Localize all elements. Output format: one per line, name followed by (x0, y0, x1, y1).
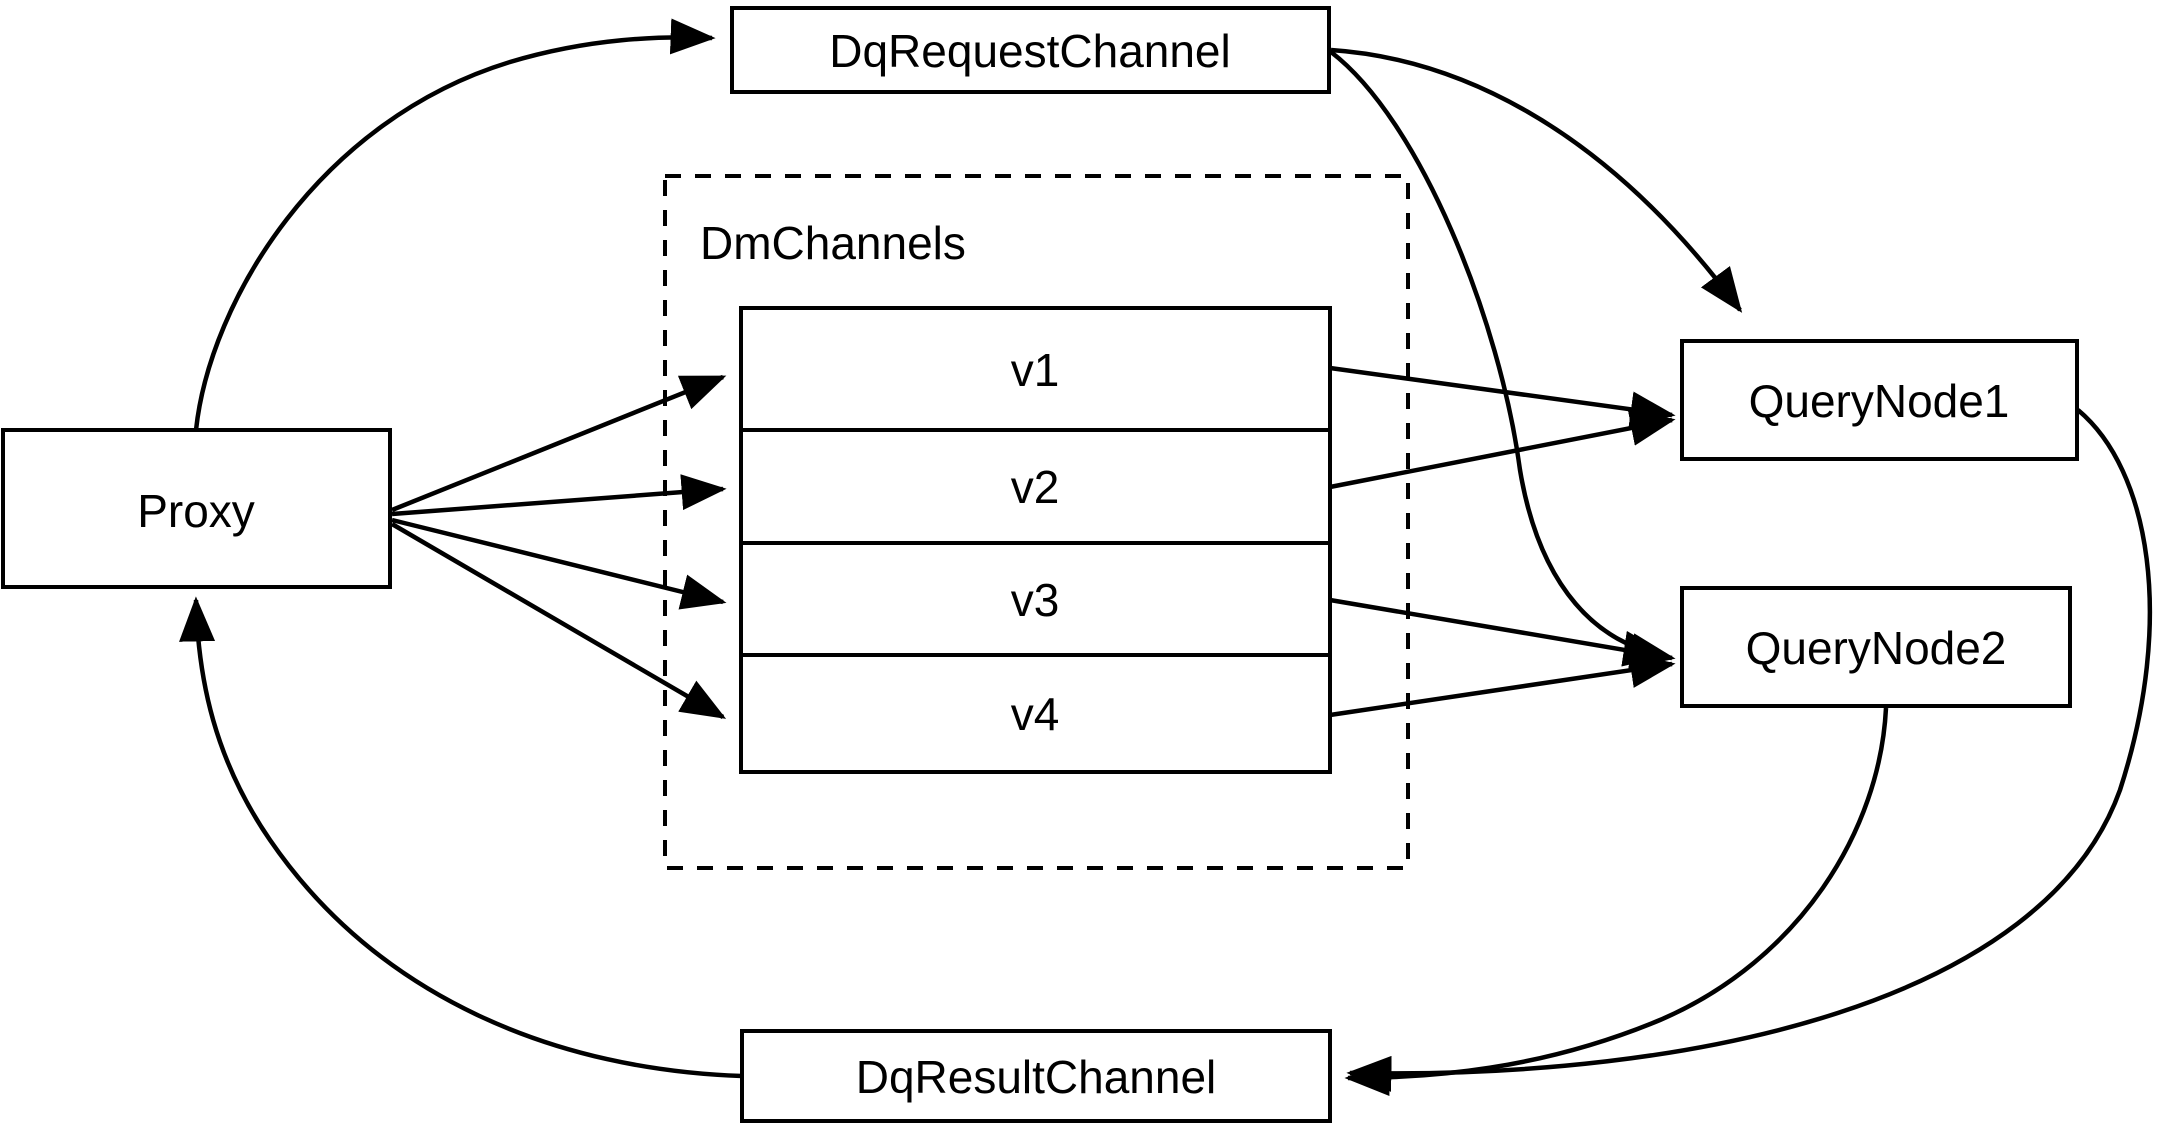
edge-v2-to-query-node-1 (1329, 410, 1676, 490)
node-query-node-2-label: QueryNode2 (1746, 622, 2007, 674)
node-query-node-1-box[interactable] (1680, 339, 2079, 461)
channel-table-border (739, 306, 1332, 774)
node-query-node-2-box[interactable] (1680, 586, 2072, 708)
edge-dq-result-channel-to-proxy (179, 596, 743, 1079)
channel-table: v1 v2 v3 v4 (739, 306, 1332, 774)
node-query-node-1-label: QueryNode1 (1749, 375, 2010, 427)
edge-v4-to-query-node-2 (1329, 652, 1676, 718)
edge-query-node-1-to-dq-result-channel (1346, 408, 2153, 1092)
node-proxy-box[interactable] (1, 428, 392, 589)
dm-channels-group-border (663, 174, 1410, 870)
dm-channels-group-label: DmChannels (700, 217, 966, 269)
edge-group-proxy-to-channels (390, 374, 727, 719)
node-query-node-2[interactable]: QueryNode2 (1680, 586, 2072, 708)
channel-row-v2-label[interactable]: v2 (1011, 461, 1060, 513)
node-dq-result-channel[interactable]: DqResultChannel (740, 1029, 1332, 1123)
node-dq-request-channel-box[interactable] (730, 6, 1331, 94)
edge-proxy-to-dq-request-channel (193, 18, 716, 431)
edge-proxy-to-v3 (391, 517, 727, 610)
edge-v3-to-query-node-2 (1329, 597, 1676, 669)
node-dq-result-channel-label: DqResultChannel (856, 1051, 1217, 1103)
edge-proxy-to-v2 (391, 474, 727, 517)
channel-row-v4-label[interactable]: v4 (1011, 688, 1060, 740)
edge-proxy-to-v4 (390, 522, 727, 719)
edge-v1-to-query-node-1 (1329, 365, 1676, 428)
dm-channels-group: DmChannels (663, 174, 1410, 870)
edge-dq-request-channel-to-query-node-2 (1329, 50, 1669, 667)
channel-row-v1-label[interactable]: v1 (1011, 344, 1060, 396)
node-proxy-label: Proxy (137, 485, 255, 537)
node-proxy[interactable]: Proxy (1, 428, 392, 589)
node-dq-request-channel-label: DqRequestChannel (829, 25, 1231, 77)
node-dq-request-channel[interactable]: DqRequestChannel (730, 6, 1331, 94)
channel-row-v3-label[interactable]: v3 (1011, 574, 1060, 626)
edge-dq-request-channel-to-query-node-1 (1330, 47, 1743, 313)
edge-query-node-2-to-dq-result-channel (1344, 707, 1889, 1096)
node-dq-result-channel-box[interactable] (740, 1029, 1332, 1123)
edge-proxy-to-v1 (391, 374, 727, 513)
edge-group-channels-to-query-nodes (1329, 365, 1676, 718)
node-query-node-1[interactable]: QueryNode1 (1680, 339, 2079, 461)
